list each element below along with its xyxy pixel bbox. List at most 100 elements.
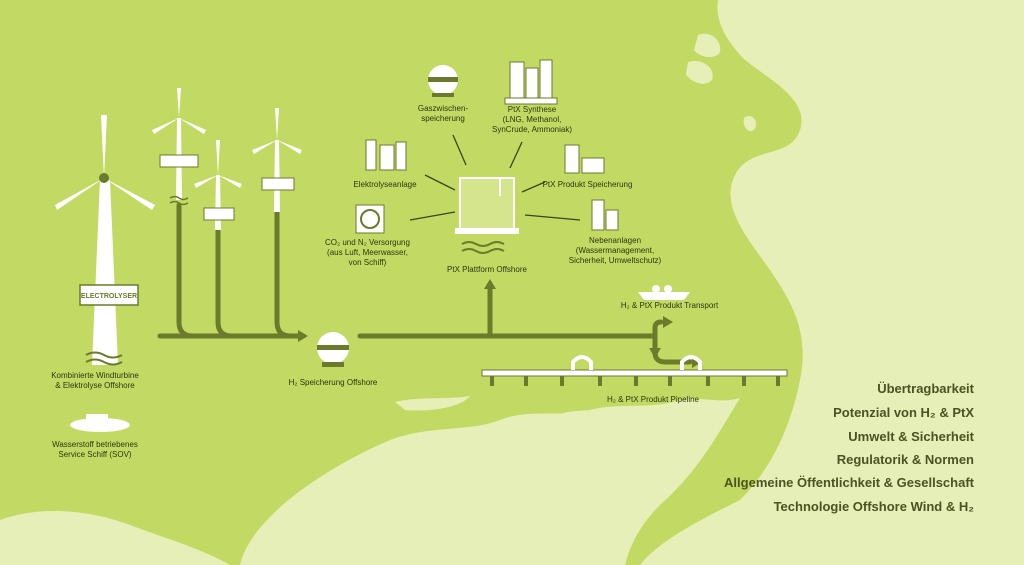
transport-ship-tank-2 [664, 285, 672, 293]
connector-synthese [509, 141, 523, 169]
topic-item: Umwelt & Sicherheit [848, 429, 974, 444]
label-ptx-synthese: PtX Synthese (LNG, Methanol, SynCrude, A… [491, 105, 573, 134]
small-turbine-2-blades [194, 140, 242, 188]
pipeline-supports [490, 376, 780, 386]
big-turbine-blade-left [55, 178, 104, 210]
arrow-heads [298, 279, 702, 368]
pipe-turbine-2 [176, 202, 196, 339]
small-turbine-3-box [261, 177, 295, 191]
pipeline-support [560, 376, 564, 386]
big-turbine-blade-right [104, 178, 155, 210]
platform-waves [461, 241, 505, 254]
topic-item: Allgemeine Öffentlichkeit & Gesellschaft [724, 475, 974, 490]
elektrolyse-tank-3 [395, 141, 407, 171]
small-turbine-1 [152, 88, 206, 206]
pipeline-support [490, 376, 494, 386]
platform-structure [459, 177, 515, 233]
pipe-to-transport [652, 319, 664, 339]
big-turbine-tower [92, 180, 118, 365]
ptx-speicher-tank-1 [564, 144, 580, 174]
label-nebenanlagen: Nebenanlagen (Wassermanagement, Sicherhe… [568, 236, 662, 265]
sov-ship-icon [70, 414, 130, 432]
gas-storage-icon [428, 65, 458, 97]
arrow-to-storage [298, 330, 308, 342]
ptx-synthese-tank-1 [509, 61, 525, 103]
nebenanlagen-tank-1 [591, 199, 605, 231]
small-turbine-2-tower [215, 175, 221, 230]
connector-gas [452, 134, 467, 166]
arrow-to-transport [663, 316, 673, 328]
land-island-2 [686, 60, 713, 84]
connector-co2 [409, 211, 456, 221]
ptx-synthese-tank-3 [539, 59, 553, 103]
pipe-turbine-4 [274, 209, 294, 339]
topic-item: Technologie Offshore Wind & H₂ [773, 499, 974, 514]
small-turbine-2-box [203, 207, 235, 221]
small-turbine-2 [194, 140, 242, 230]
elektrolyse-tank-1 [365, 139, 377, 171]
nebenanlagen-tank-2 [605, 209, 619, 231]
land-mainland-east [640, 0, 1024, 565]
land-southwest [0, 510, 230, 565]
pipeline-support [634, 376, 638, 386]
label-gas-storage: Gaszwischen- speicherung [417, 104, 469, 123]
label-windturbine: Kombinierte Windturbine & Elektrolyse Of… [51, 371, 139, 390]
topic-item: Potenzial von H₂ & PtX [833, 405, 974, 420]
pipeline-loop-2 [680, 355, 702, 370]
co2-n2-fan [360, 209, 380, 229]
label-ptx-speicher: PtX Produkt Speicherung [542, 180, 633, 189]
pipeline-support [742, 376, 746, 386]
big-turbine-hub [99, 173, 109, 183]
nebenanlagen-icon [591, 199, 619, 231]
ptx-synthese-tank-2 [525, 67, 539, 103]
h2-storage-base [322, 362, 344, 367]
arrow-down-split [649, 348, 661, 358]
pipe-turbine-3 [215, 227, 235, 339]
pipeline-loop-1 [571, 355, 593, 370]
sov-ship-deck [86, 414, 108, 422]
land-island-4 [395, 396, 470, 411]
small-turbine-3-tower [274, 140, 280, 212]
small-turbine-3-blades [252, 108, 302, 154]
sov-ship-hull [70, 418, 130, 432]
transport-ship-icon [638, 285, 690, 300]
pipeline-icon [481, 355, 788, 386]
small-turbine-1-waves [169, 195, 189, 206]
land-island-5 [560, 406, 618, 421]
land-south-bank [240, 398, 740, 565]
small-turbine-1-box [159, 154, 199, 168]
pipeline-support [706, 376, 710, 386]
pipeline-pipe [481, 369, 788, 377]
land-island-1 [694, 33, 721, 58]
big-turbine-box-text: ELECTROLYSER [81, 293, 137, 300]
platform-deck [455, 228, 519, 234]
label-pipeline: H₂ & PtX Produkt Pipeline [606, 395, 700, 404]
ptx-platform-icon [455, 177, 519, 254]
big-turbine-blade-up [101, 115, 107, 178]
big-turbine-electrolyser-box [79, 284, 139, 306]
ptx-synthese-base [504, 97, 558, 105]
big-turbine-waves [85, 351, 123, 366]
elektrolyse-icon [365, 139, 407, 171]
label-sov: Wasserstoff betriebenes Service Schiff (… [52, 440, 138, 459]
h2-storage-band [317, 345, 349, 350]
label-elektrolyse: Elektrolyseanlage [353, 180, 417, 189]
ptx-speicher-icon [564, 144, 605, 174]
land-island-3 [743, 116, 757, 132]
connector-elektrolyse [424, 174, 456, 191]
small-turbine-3 [252, 108, 302, 212]
elektrolyse-tank-2 [379, 144, 395, 171]
topic-item: Regulatorik & Normen [836, 452, 974, 467]
pipeline-support [524, 376, 528, 386]
pipeline-support [598, 376, 602, 386]
co2-n2-icon [355, 204, 385, 234]
h2-storage-icon [317, 332, 349, 367]
ptx-speicher-tank-2 [581, 157, 605, 174]
gas-storage-band [428, 77, 458, 82]
small-windturbines [152, 88, 302, 230]
pipeline-support [668, 376, 672, 386]
connector-neben [524, 214, 581, 221]
